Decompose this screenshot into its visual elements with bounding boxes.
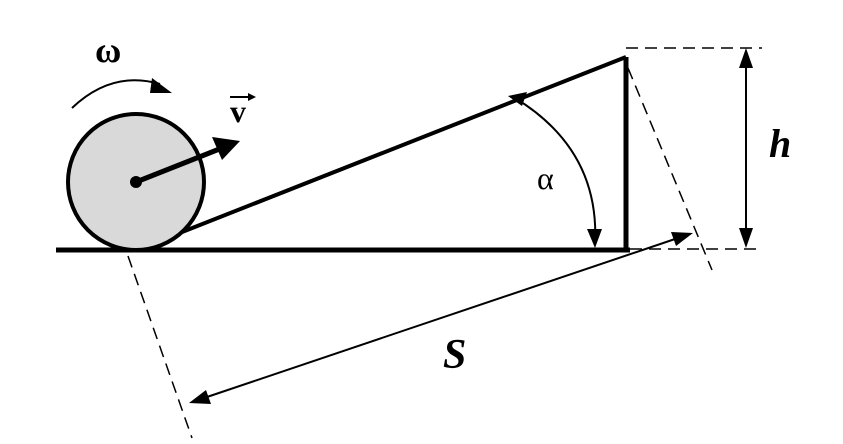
velocity-vector-bar-head [248,93,256,101]
omega-arrowhead [150,78,172,93]
omega-arc [71,79,161,109]
velocity-label: v [230,93,246,129]
distance-label: S [443,332,466,378]
alpha-arrowhead-top [508,92,527,106]
omega-label: ω [95,30,121,70]
h-arrow-top [739,48,753,68]
velocity-arrowhead [212,137,240,160]
height-label: h [769,121,791,166]
s-arrow-left [189,390,211,404]
alpha-label: α [537,160,554,196]
incline-line [171,55,627,238]
s-dash-left [127,255,193,439]
h-arrow-bottom [739,228,753,248]
velocity-arrow [135,145,223,185]
s-dash-right [627,67,713,271]
alpha-arc [514,97,597,245]
alpha-arrowhead-bottom [587,229,602,248]
s-dimension-line [203,237,679,399]
s-arrow-right [671,232,693,246]
